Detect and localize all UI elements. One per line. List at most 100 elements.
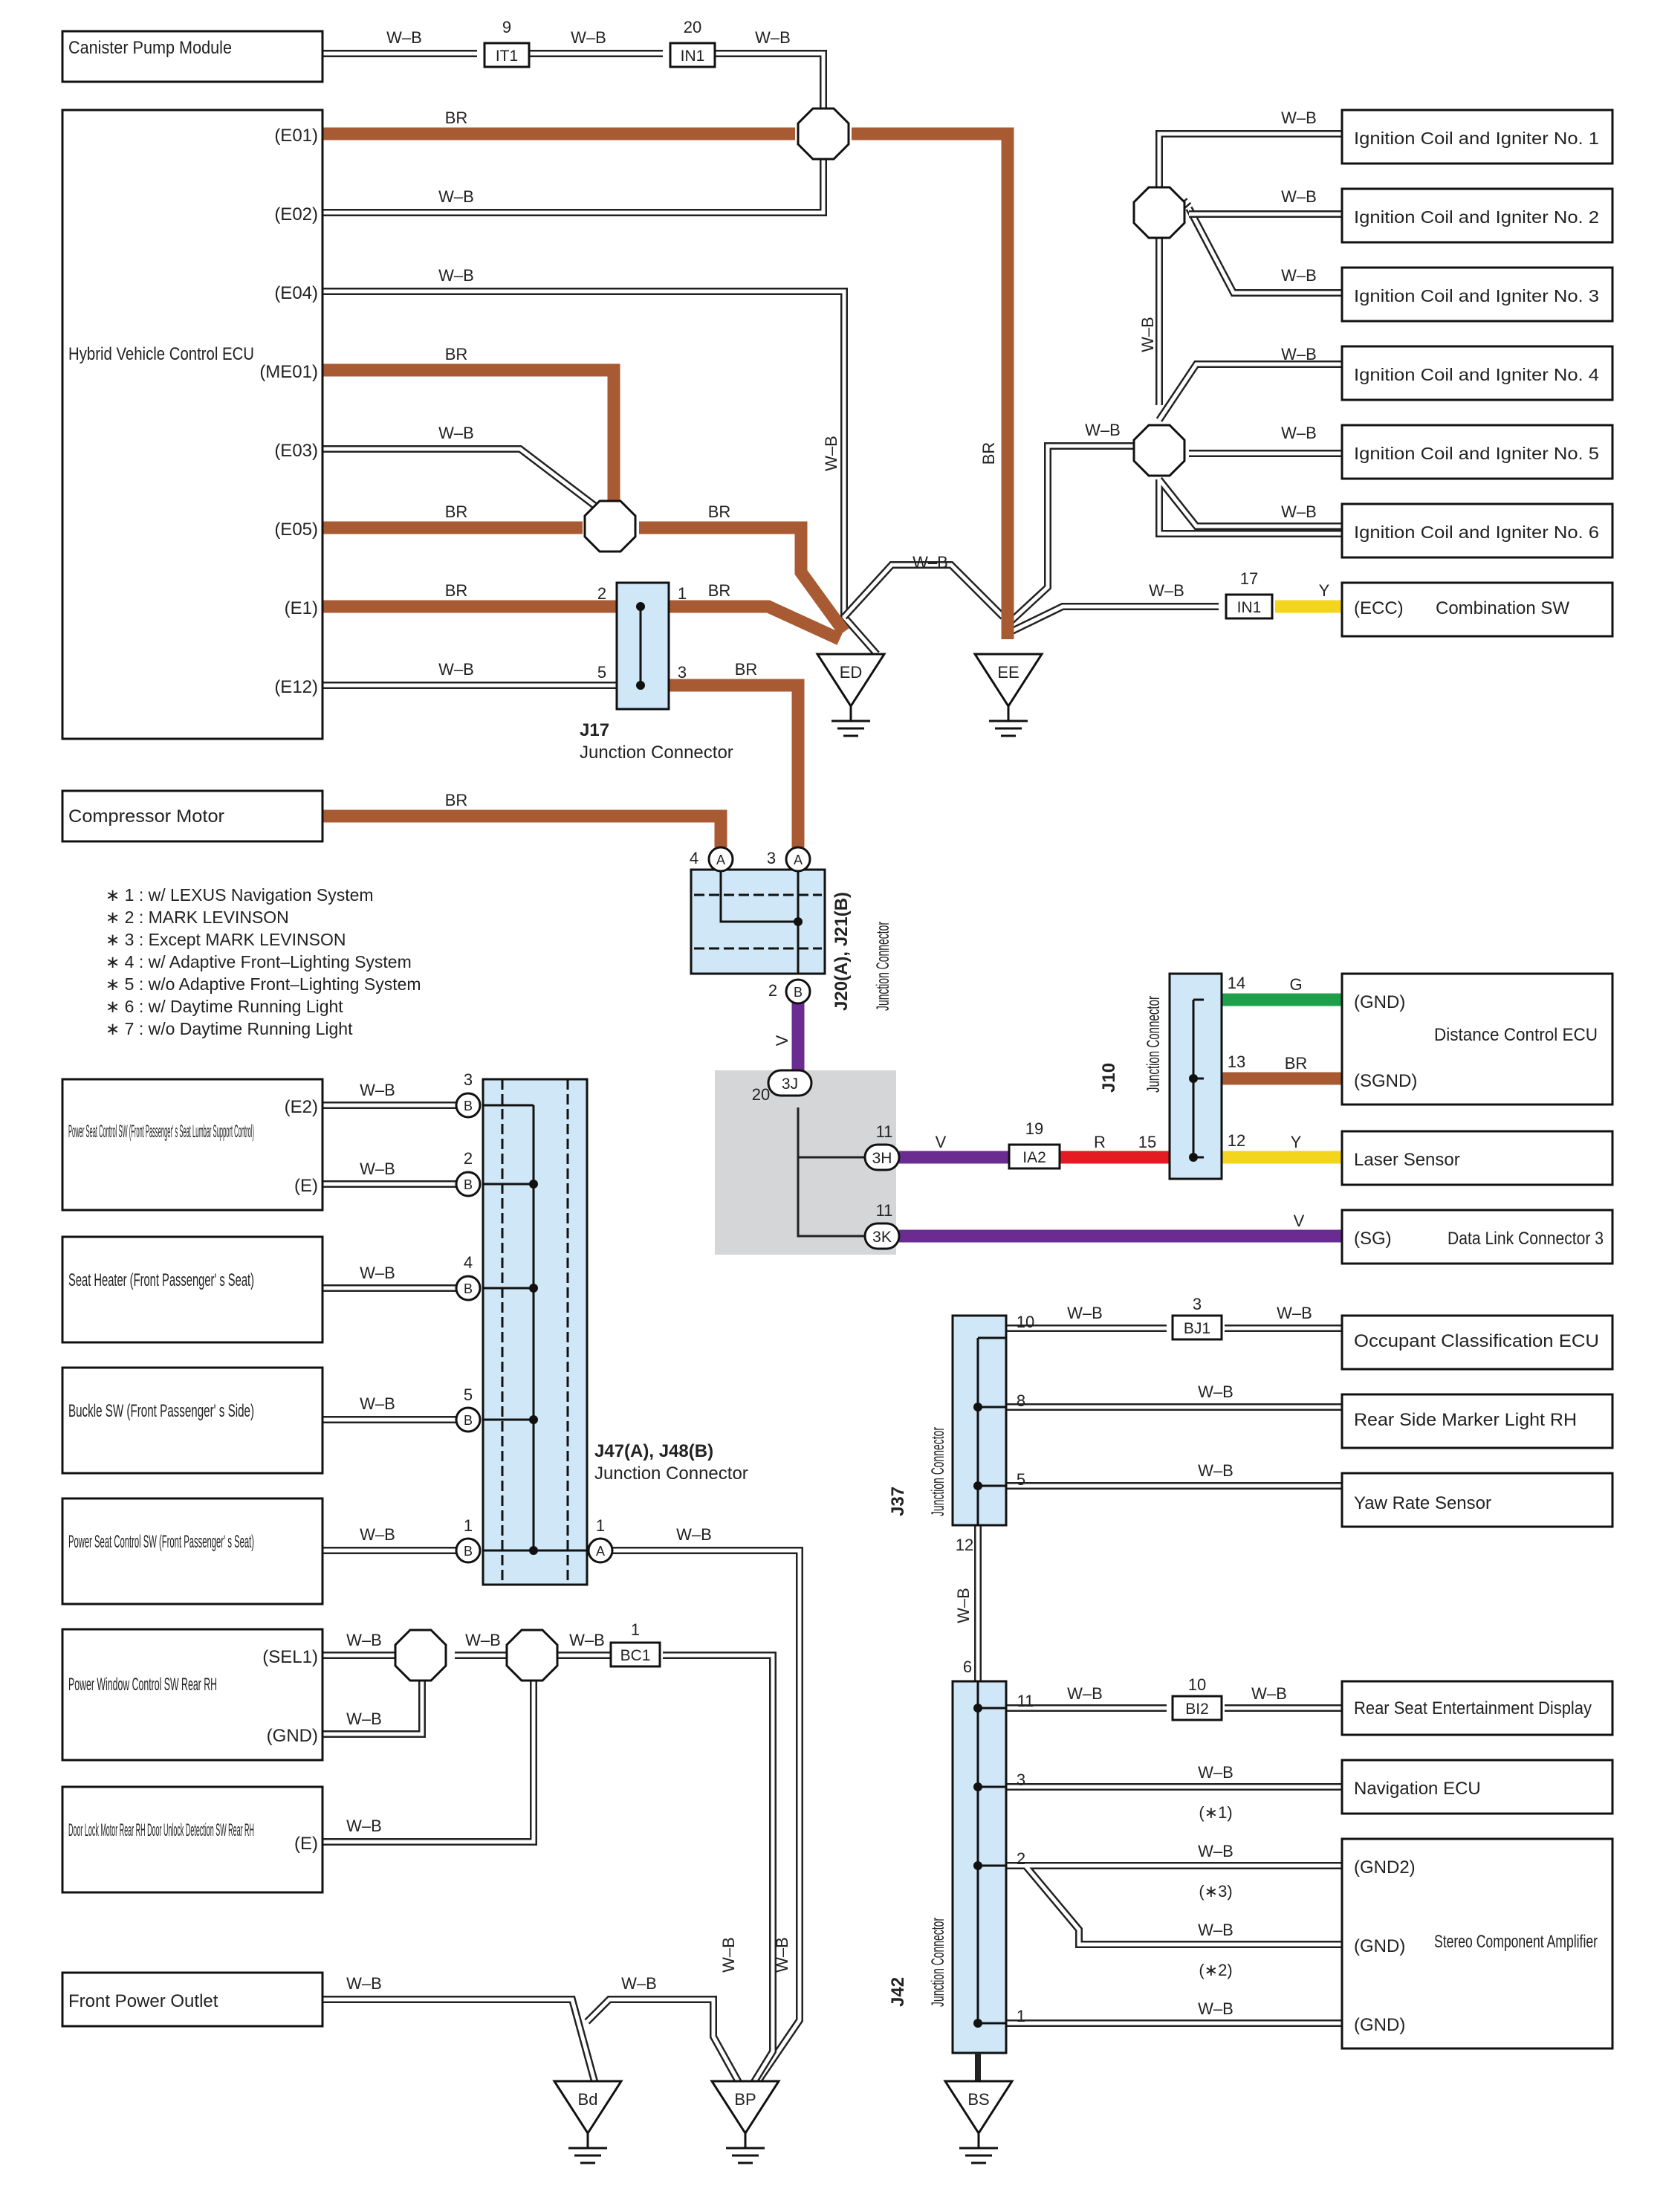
combination-sw-label: Combination SW xyxy=(1436,598,1569,618)
j37-label: J37 xyxy=(888,1487,908,1516)
svg-text:W–B: W–B xyxy=(1281,187,1317,206)
buckle-sw-label: Buckle SW (Front Passenger' s Side) xyxy=(68,1401,254,1421)
svg-text:20: 20 xyxy=(752,1085,770,1104)
svg-text:12: 12 xyxy=(1228,1131,1245,1150)
svg-text:Ignition Coil and Igniter No.: Ignition Coil and Igniter No. 6 xyxy=(1354,523,1599,542)
vertical-wire-labels: W–B BR W–B V W–B W–B W–B xyxy=(719,317,1157,1973)
pin-circles xyxy=(455,846,811,1564)
svg-text:5: 5 xyxy=(464,1385,473,1404)
connector-ia2: IA2 xyxy=(1022,1149,1046,1166)
wire-labels: W–B W–B W–B BR W–B W–B BR W–B BR BR BR B… xyxy=(346,28,1330,2018)
svg-text:B: B xyxy=(794,985,803,1000)
svg-text:W–B: W–B xyxy=(438,187,474,206)
svg-text:W–B: W–B xyxy=(386,28,422,47)
svg-text:W–B: W–B xyxy=(1138,317,1157,352)
svg-text:Ignition Coil and Igniter No.: Ignition Coil and Igniter No. 3 xyxy=(1354,286,1599,305)
svg-text:∗ 1 : w/ LEXUS Navigation Syst: ∗ 1 : w/ LEXUS Navigation System xyxy=(106,885,374,905)
svg-text:W–B: W–B xyxy=(569,1631,605,1649)
j37-sub: Junction Connector xyxy=(928,1427,948,1516)
power-seat-sw2-label: Power Seat Control SW (Front Passenger' … xyxy=(68,1532,254,1552)
svg-text:(ME01): (ME01) xyxy=(259,362,318,382)
svg-text:W–B: W–B xyxy=(822,436,840,471)
svg-text:17: 17 xyxy=(1240,569,1258,588)
svg-text:2: 2 xyxy=(768,981,777,1000)
svg-text:W–B: W–B xyxy=(1281,502,1317,521)
coil-labels: Ignition Coil and Igniter No. 1 Ignition… xyxy=(1354,129,1599,542)
svg-text:W–B: W–B xyxy=(773,1937,791,1973)
j47-sub: Junction Connector xyxy=(594,1464,748,1484)
power-seat-pin-e: (E) xyxy=(294,1176,318,1196)
connector-bi2: BI2 xyxy=(1185,1701,1209,1718)
pin-numbers: 9 20 17 19 3 1 10 2 1 5 3 4 3 2 20 11 11… xyxy=(464,18,1258,2025)
svg-text:3: 3 xyxy=(678,663,687,682)
door-lock-label: Door Lock Motor Rear RH Door Unlock Dete… xyxy=(68,1820,254,1840)
svg-text:W–B: W–B xyxy=(621,1974,657,1993)
svg-text:15: 15 xyxy=(1138,1133,1156,1151)
svg-text:BR: BR xyxy=(708,502,731,521)
svg-text:8: 8 xyxy=(1017,1391,1025,1410)
svg-text:BR: BR xyxy=(445,109,468,127)
svg-text:BR: BR xyxy=(445,502,468,521)
svg-text:W–B: W–B xyxy=(1281,266,1317,285)
j37-block xyxy=(951,1314,1008,1527)
svg-text:11: 11 xyxy=(876,1122,893,1141)
svg-text:A: A xyxy=(716,853,725,867)
connector-in1-top: IN1 xyxy=(681,48,705,65)
svg-text:∗ 7 : w/o Daytime Running Ligh: ∗ 7 : w/o Daytime Running Light xyxy=(106,1019,353,1038)
condition-1: (∗1) xyxy=(1199,1803,1232,1822)
distance-ecu-label: Distance Control ECU xyxy=(1434,1025,1598,1045)
svg-text:W–B: W–B xyxy=(1067,1304,1103,1322)
svg-text:1: 1 xyxy=(464,1516,473,1535)
door-pin-e: (E) xyxy=(294,1834,318,1854)
svg-text:BR: BR xyxy=(445,581,468,600)
ground-ee: EE xyxy=(997,663,1019,682)
svg-text:BR: BR xyxy=(445,345,468,363)
svg-text:W–B: W–B xyxy=(676,1525,712,1544)
svg-text:Y: Y xyxy=(1319,581,1330,600)
stereo-pin-gnd: (GND) xyxy=(1354,1936,1405,1956)
svg-text:W–B: W–B xyxy=(1281,345,1317,363)
svg-text:W–B: W–B xyxy=(438,424,474,442)
svg-text:Ignition Coil and Igniter No.: Ignition Coil and Igniter No. 4 xyxy=(1354,365,1599,384)
svg-text:5: 5 xyxy=(597,663,606,682)
svg-text:10: 10 xyxy=(1188,1675,1206,1694)
j20-label: J20(A), J21(B) xyxy=(832,892,852,1011)
connector-3k: 3K xyxy=(872,1229,892,1246)
svg-text:W–B: W–B xyxy=(1198,1999,1234,2018)
svg-text:14: 14 xyxy=(1228,974,1245,992)
svg-text:Ignition Coil and Igniter No.: Ignition Coil and Igniter No. 5 xyxy=(1354,444,1599,463)
pin-letters: A A B B B B B B A xyxy=(464,853,803,1559)
svg-text:W–B: W–B xyxy=(360,1525,395,1544)
j10-sub: Junction Connector xyxy=(1144,996,1164,1093)
j42-sub: Junction Connector xyxy=(928,1918,948,2007)
ground-bp: BP xyxy=(734,2090,756,2109)
compressor-label: Compressor Motor xyxy=(68,806,224,827)
connector-tags xyxy=(483,42,1274,1721)
svg-text:(E01): (E01) xyxy=(274,126,318,146)
svg-text:(E1): (E1) xyxy=(285,598,318,618)
j47-label: J47(A), J48(B) xyxy=(594,1441,713,1461)
j20-sub: Junction Connector xyxy=(873,922,893,1011)
stereo-pin-gnd-3: (GND) xyxy=(1354,2015,1405,2035)
svg-text:BR: BR xyxy=(445,791,468,809)
ground-symbols xyxy=(552,653,1044,2164)
svg-text:W–B: W–B xyxy=(1085,421,1121,439)
svg-text:V: V xyxy=(1294,1212,1305,1230)
svg-text:∗ 4 : w/ Adaptive Front–Lighti: ∗ 4 : w/ Adaptive Front–Lighting System xyxy=(106,952,412,971)
svg-text:10: 10 xyxy=(1017,1313,1034,1331)
notes: ∗ 1 : w/ LEXUS Navigation System ∗ 2 : M… xyxy=(106,885,421,1038)
j42-label: J42 xyxy=(888,1977,908,2007)
j17-label: J17 xyxy=(580,720,609,740)
svg-text:B: B xyxy=(464,1099,473,1113)
combination-pin: (ECC) xyxy=(1354,598,1404,618)
svg-text:W–B: W–B xyxy=(438,266,474,285)
svg-text:W–B: W–B xyxy=(1251,1684,1287,1703)
connector-bj1: BJ1 xyxy=(1184,1320,1210,1337)
svg-text:V: V xyxy=(773,1035,791,1046)
svg-text:BR: BR xyxy=(979,442,998,465)
connector-in1-right: IN1 xyxy=(1237,599,1262,616)
svg-text:12: 12 xyxy=(956,1536,973,1554)
svg-text:(E12): (E12) xyxy=(274,677,318,697)
svg-text:W–B: W–B xyxy=(360,1394,395,1413)
